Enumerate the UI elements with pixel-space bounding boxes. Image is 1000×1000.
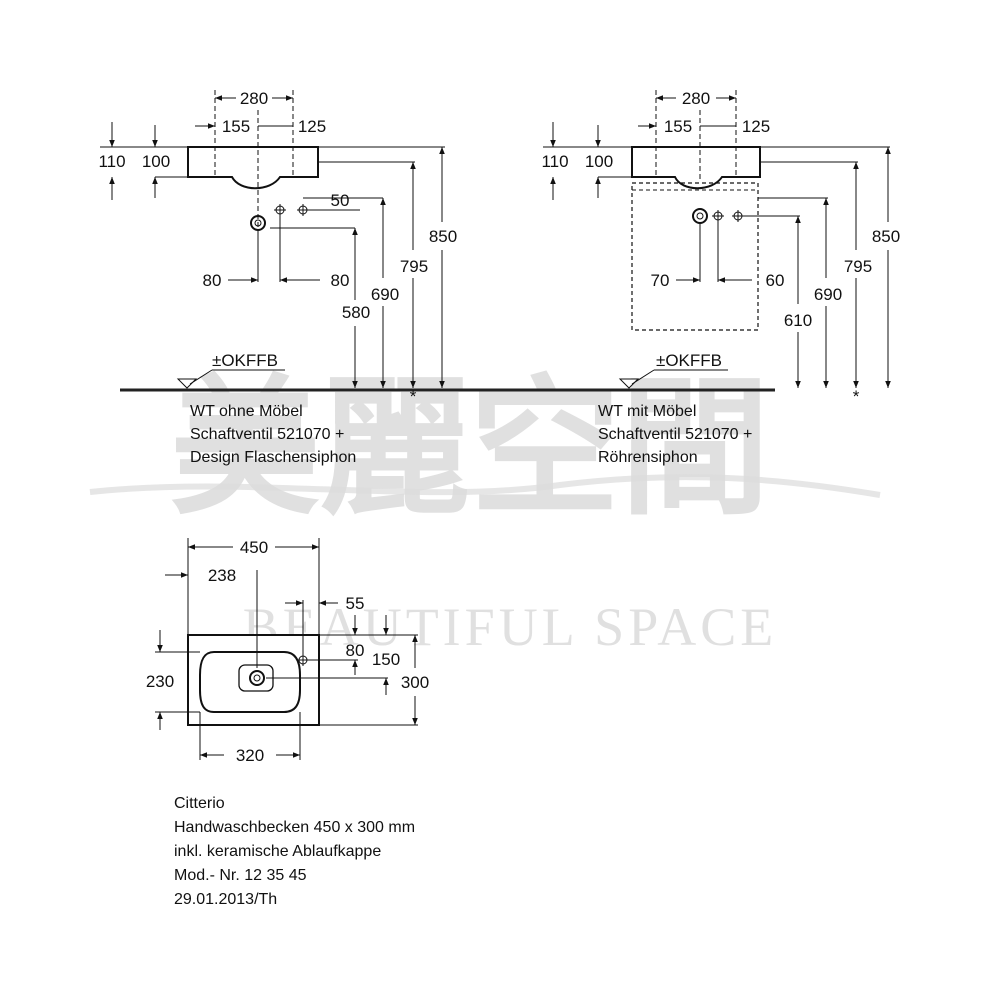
dim-80-left: 80 <box>203 271 222 290</box>
info-line-date: 29.01.2013/Th <box>174 891 277 908</box>
dim-150: 150 <box>372 650 400 669</box>
watermark-english: BEAUTIFUL SPACE <box>243 597 778 657</box>
cabinet-outline <box>631 182 759 331</box>
dim-280: 280 <box>240 89 268 108</box>
top-view: 450 238 55 80 150 300 230 3 <box>146 538 429 765</box>
dim-850-r: 850 <box>872 227 900 246</box>
tap-symbol-1 <box>274 204 286 216</box>
dim-795: 795 <box>400 257 428 276</box>
basin-top-outline <box>187 634 320 726</box>
floor-label-right: ±OKFFB <box>656 351 722 370</box>
dim-320: 320 <box>236 746 264 765</box>
watermark: 美麗空間 BEAUTIFUL SPACE <box>89 367 881 657</box>
tap-symbol-r2 <box>732 210 744 222</box>
info-line-accessory: inkl. keramische Ablaufkappe <box>174 843 381 860</box>
svg-text:*: * <box>410 387 417 406</box>
side-view-left: 280 155 125 110 100 50 80 80 <box>98 89 457 466</box>
basin-side-right <box>631 146 761 190</box>
dim-55: 55 <box>346 594 365 613</box>
dim-610: 610 <box>784 311 812 330</box>
drain-icon-top <box>249 670 265 686</box>
dim-850: 850 <box>429 227 457 246</box>
info-block: Citterio Handwaschbecken 450 x 300 mm in… <box>174 795 415 908</box>
basin-bowl <box>199 651 301 713</box>
dim-155: 155 <box>222 117 250 136</box>
watermark-chinese: 美麗空間 <box>170 367 770 533</box>
dim-70: 70 <box>651 271 670 290</box>
dim-125: 125 <box>298 117 326 136</box>
dim-50: 50 <box>331 191 350 210</box>
caption-right-3: Röhrensiphon <box>598 449 698 466</box>
dim-125-r: 125 <box>742 117 770 136</box>
svg-text:*: * <box>853 387 860 406</box>
dim-110: 110 <box>98 152 125 171</box>
dim-580: 580 <box>342 303 370 322</box>
dim-238: 238 <box>208 566 236 585</box>
dim-690: 690 <box>371 285 399 304</box>
basin-side-left <box>187 146 319 190</box>
tap-symbol-r1 <box>712 210 724 222</box>
info-line-model-name: Citterio <box>174 795 225 812</box>
drain-symbol-r <box>692 208 708 224</box>
dim-60: 60 <box>766 271 785 290</box>
dim-795-r: 795 <box>844 257 872 276</box>
dim-80-top: 80 <box>346 641 365 660</box>
dim-110-r: 110 <box>541 152 568 171</box>
dim-300: 300 <box>401 673 429 692</box>
dim-280-r: 280 <box>682 89 710 108</box>
caption-right-1: WT mit Möbel <box>598 403 696 420</box>
caption-right-2: Schaftventil 521070 + <box>598 426 752 443</box>
tap-hole-icon <box>297 654 309 666</box>
info-line-description: Handwaschbecken 450 x 300 mm <box>174 819 415 836</box>
dim-100-r: 100 <box>585 152 613 171</box>
caption-left-1: WT ohne Möbel <box>190 403 303 420</box>
caption-left-2: Schaftventil 521070 + <box>190 426 344 443</box>
caption-left-3: Design Flaschensiphon <box>190 449 356 466</box>
watermark-swash <box>89 474 881 498</box>
dim-690-r: 690 <box>814 285 842 304</box>
floor-label-left: ±OKFFB <box>212 351 278 370</box>
info-line-model-number: Mod.- Nr. 12 35 45 <box>174 867 307 884</box>
dim-100: 100 <box>142 152 170 171</box>
dim-450: 450 <box>240 538 268 557</box>
dim-230: 230 <box>146 672 174 691</box>
dim-80-right: 80 <box>331 271 350 290</box>
dim-155-r: 155 <box>664 117 692 136</box>
side-view-right: 280 155 125 110 100 70 60 <box>541 89 900 466</box>
